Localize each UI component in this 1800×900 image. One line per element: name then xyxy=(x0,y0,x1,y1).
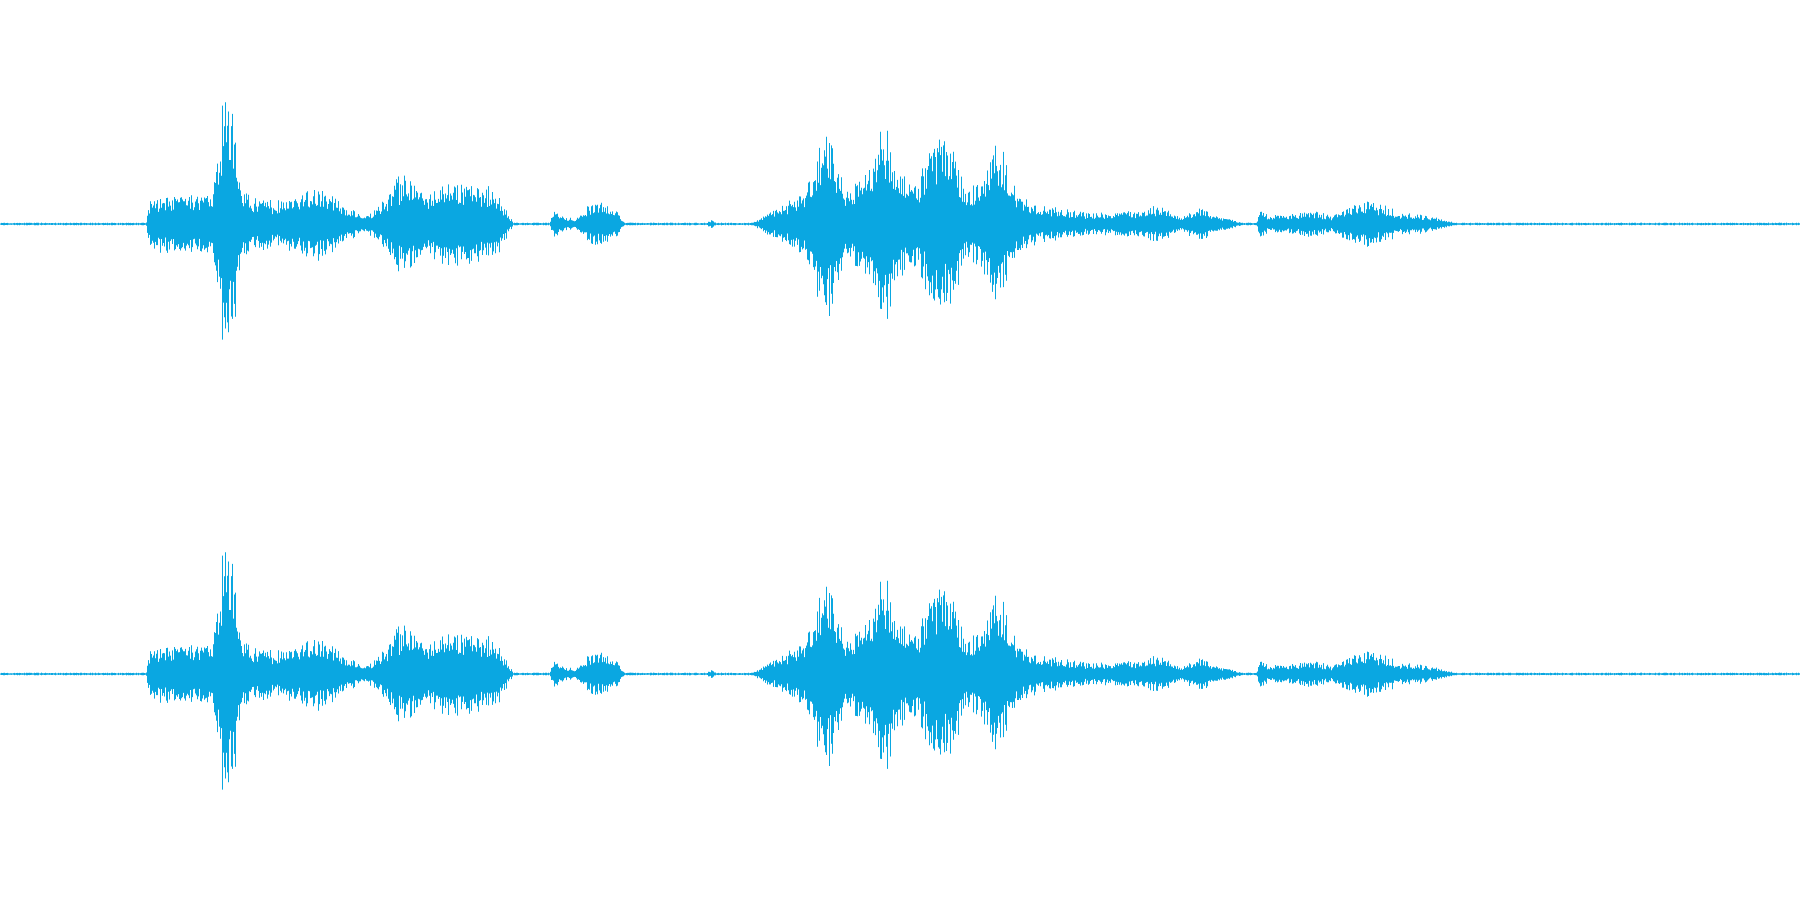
channel-left[interactable] xyxy=(0,0,1800,450)
waveform-left xyxy=(0,102,1800,340)
waveform-samples xyxy=(0,102,1800,340)
waveform-right xyxy=(0,552,1800,790)
waveform-samples xyxy=(0,552,1800,790)
channel-right[interactable] xyxy=(0,450,1800,900)
